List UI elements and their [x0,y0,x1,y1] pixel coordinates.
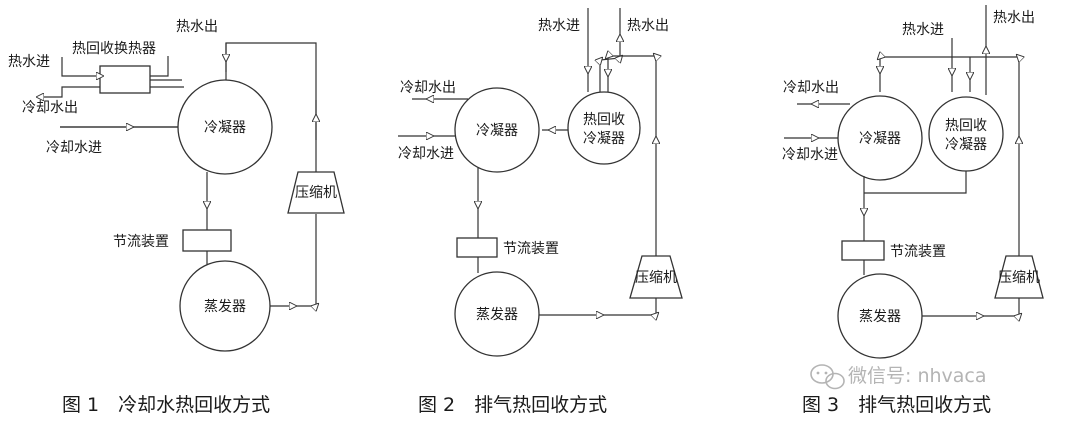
fig3-hot-out-label: 热水出 [993,10,1035,26]
fig2-caption: 图 2 排气热回收方式 [418,394,607,416]
fig2-compressor [629,255,683,299]
fig1-heat-exchanger [99,65,151,94]
fig3-compressor-label: 压缩机 [998,270,1040,286]
fig2-condenser [454,87,540,173]
figure-1: 冷凝器 热回收换热器 热水进 冷却水出 冷却水进 热水出 节流装置 蒸发器 [8,19,345,352]
figure-3: 热水进 热水出 冷凝器 热回收 冷凝器 冷却水出 冷却水进 节流装置 蒸发器 压… [782,5,1044,359]
fig1-heat-exchanger-label: 热回收换热器 [72,40,156,57]
fig2-hot-out-label: 热水出 [627,18,669,34]
fig3-compressor [994,255,1044,299]
fig2-hot-in-label: 热水进 [538,18,580,34]
fig2-discharge-line [608,56,656,258]
fig2-evaporator [454,271,540,357]
fig3-hot-in-label: 热水进 [902,22,944,38]
fig1-caption: 图 1 冷却水热回收方式 [62,394,270,416]
fig2-compressor-label: 压缩机 [635,270,677,286]
fig1-hot-in-line [61,57,100,76]
fig3-cool-out-label: 冷却水出 [783,80,839,96]
fig1-compressor-label: 压缩机 [295,185,337,201]
fig3-throttle [841,240,885,261]
fig3-outlet-merge [864,171,967,194]
fig2-cool-in-label: 冷却水进 [398,146,454,162]
fig3-cool-in-label: 冷却水进 [782,147,838,163]
fig1-evaporator-label: 蒸发器 [204,299,246,315]
watermark: 微信号: nhvaca [810,364,987,390]
fig1-cool-out-label: 冷却水出 [22,100,78,116]
fig1-throttle [182,229,232,252]
fig1-cool-in-label: 冷却水进 [46,140,102,156]
fig3-discharge-line [880,57,1019,258]
fig3-evap-to-comp [922,298,1019,316]
fig2-throttle [456,237,498,258]
fig1-evap-to-comp [270,214,316,306]
fig1-top-hot-out-label: 热水出 [176,19,218,35]
fig1-condenser-label: 冷凝器 [204,120,246,136]
fig2-hr-label-2: 冷凝器 [583,131,625,147]
fig2-cool-out-label: 冷却水出 [400,80,456,96]
fig1-cool-out-line [40,86,100,97]
fig2-evaporator-label: 蒸发器 [476,307,518,323]
fig1-throttle-label: 节流装置 [113,234,169,250]
fig1-compressor [287,171,345,214]
fig3-hr-label-1: 热回收 [945,118,987,134]
fig2-throttle-label: 节流装置 [503,241,559,257]
fig2-hr-condenser [567,91,641,165]
fig3-throttle-label: 节流装置 [890,244,946,260]
fig2-evap-to-comp [539,298,656,315]
fig1-hot-in-label: 热水进 [8,54,50,70]
fig3-caption: 图 3 排气热回收方式 [802,394,991,416]
fig2-hot-out-line [600,8,620,92]
fig3-hr-condenser [928,96,1004,172]
wechat-icon [810,364,845,390]
fig1-hot-out-line [150,56,169,77]
fig3-hr-label-2: 冷凝器 [945,137,987,153]
watermark-text: 微信号: nhvaca [848,365,987,387]
fig3-condenser-label: 冷凝器 [859,131,901,147]
figure-2: 热水进 热水出 热回收 冷凝器 冷凝器 冷却水出 冷却水进 节流装置 蒸发器 压… [398,8,683,357]
fig2-condenser-label: 冷凝器 [476,123,518,139]
fig3-evaporator-label: 蒸发器 [859,309,901,325]
fig2-hr-label-1: 热回收 [583,112,625,128]
